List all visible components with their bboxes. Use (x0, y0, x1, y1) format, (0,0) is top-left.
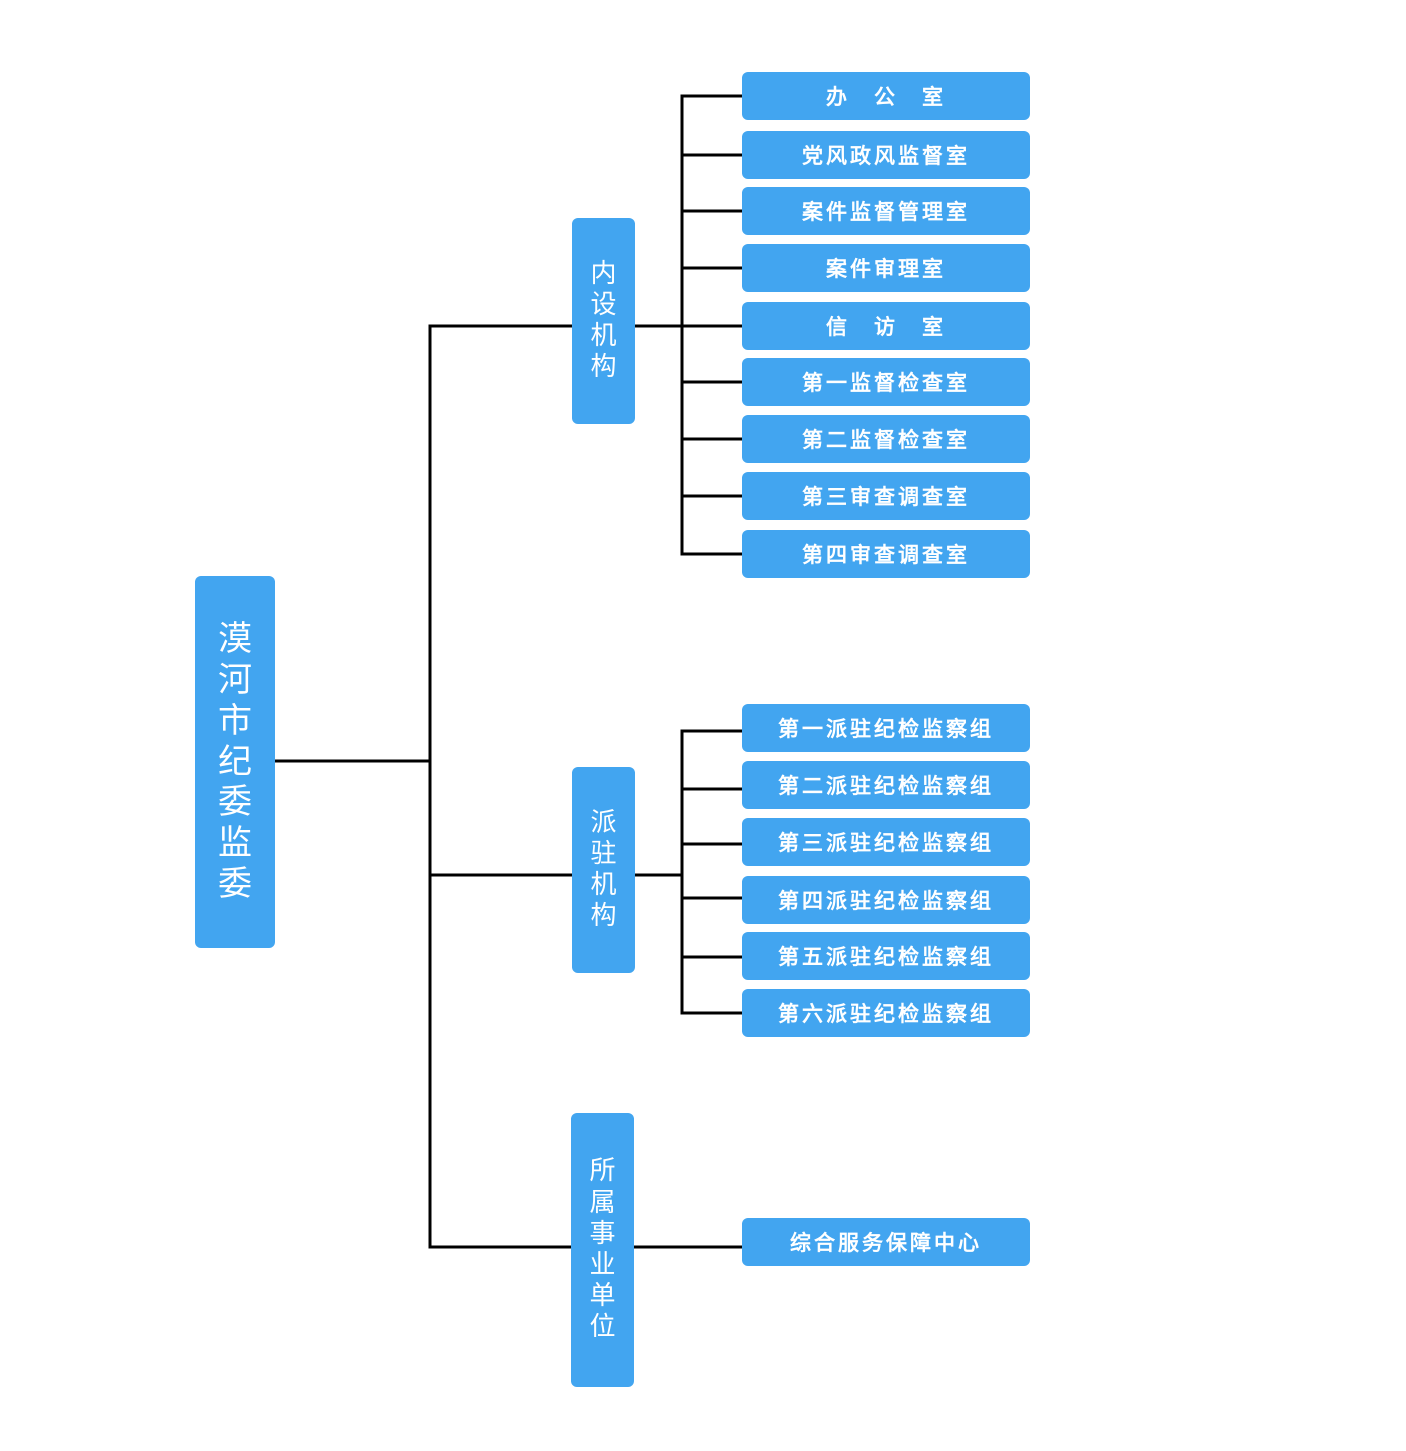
leaf-node: 第二派驻纪检监察组 (742, 761, 1030, 809)
leaf-node: 第四审查调查室 (742, 530, 1030, 578)
leaf-node: 第一派驻纪检监察组 (742, 704, 1030, 752)
leaf-node: 案件监督管理室 (742, 187, 1030, 235)
group-node-internal: 内设机构 (572, 218, 635, 424)
leaf-node: 第一监督检查室 (742, 358, 1030, 406)
leaf-node: 综合服务保障中心 (742, 1218, 1030, 1266)
leaf-node: 第五派驻纪检监察组 (742, 932, 1030, 980)
leaf-node: 信 访 室 (742, 302, 1030, 350)
leaf-node: 案件审理室 (742, 244, 1030, 292)
group-node-label: 派驻机构 (590, 807, 617, 932)
group-node-label: 所属事业单位 (589, 1156, 616, 1343)
leaf-node: 第三派驻纪检监察组 (742, 818, 1030, 866)
leaf-node: 第三审查调查室 (742, 472, 1030, 520)
leaf-node: 第六派驻纪检监察组 (742, 989, 1030, 1037)
leaf-node: 党风政风监督室 (742, 131, 1030, 179)
leaf-node: 第四派驻纪检监察组 (742, 876, 1030, 924)
group-node-stationed: 派驻机构 (572, 767, 635, 973)
root-node: 漠河市纪委监委 (195, 576, 275, 948)
root-node-label: 漠河市纪委监委 (218, 619, 252, 904)
leaf-node: 第二监督检查室 (742, 415, 1030, 463)
group-node-label: 内设机构 (590, 258, 617, 383)
leaf-node: 办 公 室 (742, 72, 1030, 120)
group-node-affiliated: 所属事业单位 (571, 1113, 634, 1387)
